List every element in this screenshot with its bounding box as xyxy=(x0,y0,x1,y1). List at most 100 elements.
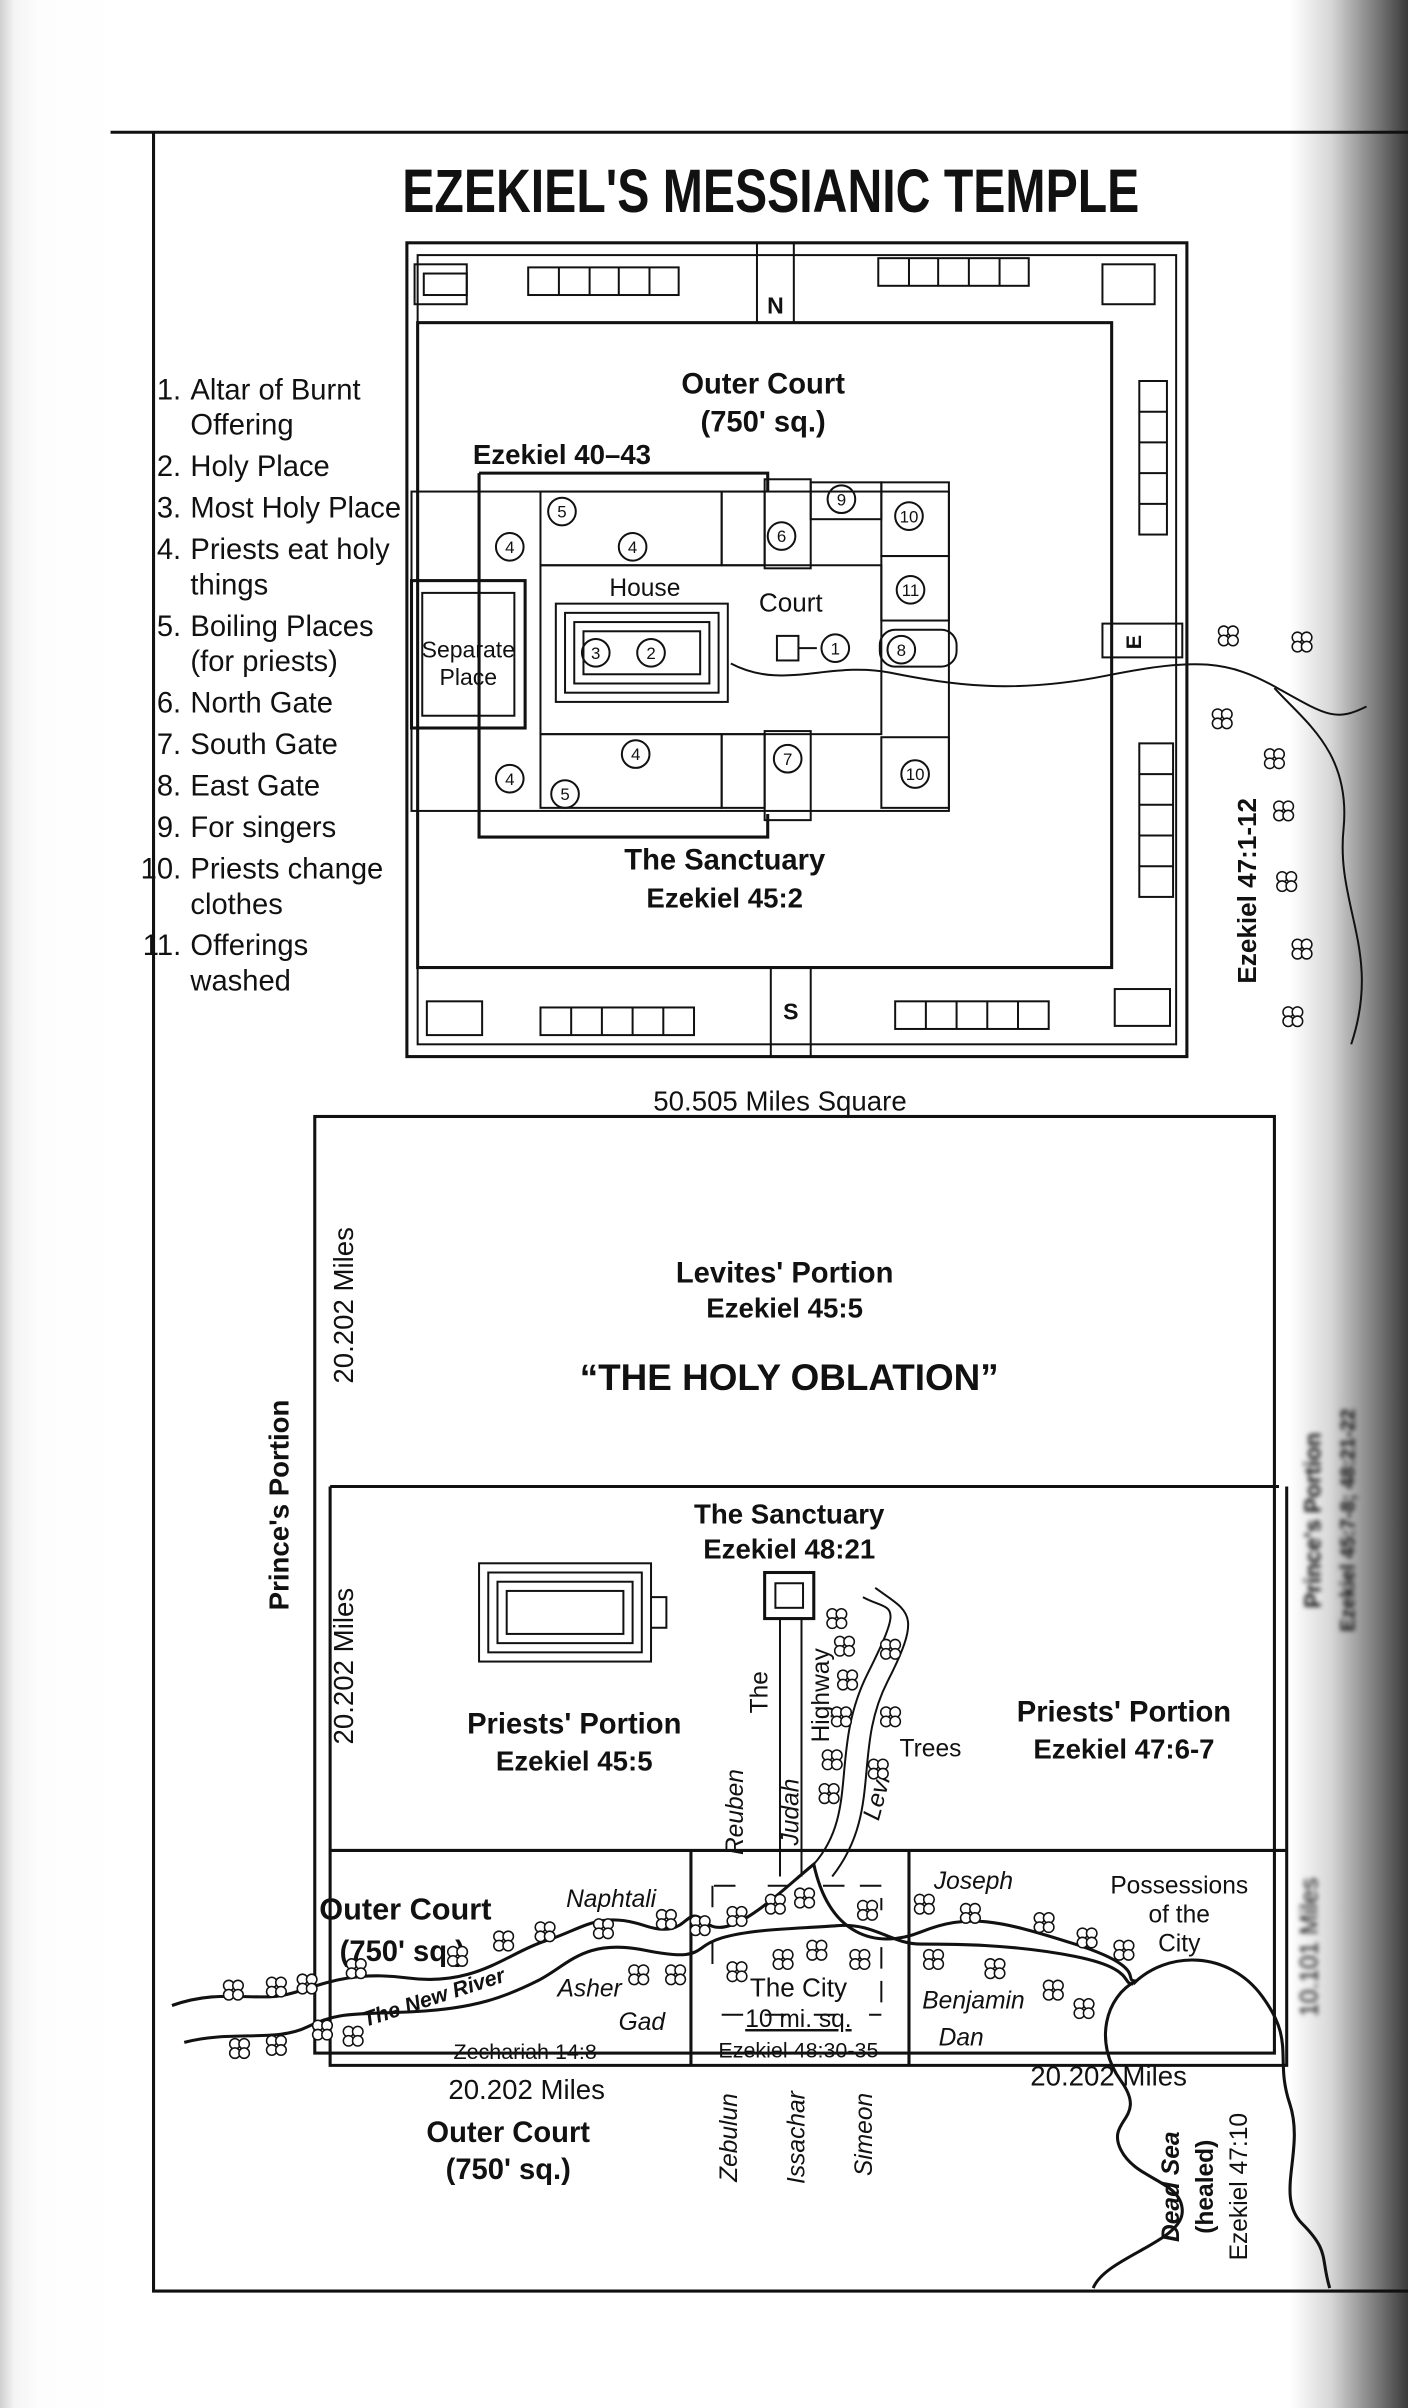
bottom-miles-left: 20.202 Miles xyxy=(448,2074,605,2105)
tree-icon xyxy=(664,1964,687,1986)
tree-icon xyxy=(1073,1997,1095,2020)
marker-number: 10 xyxy=(906,765,925,784)
tree-icon xyxy=(296,1973,318,1995)
separate-place-label: Place xyxy=(440,664,498,690)
holy-oblation-plan: 50.505 Miles Square 20.202 Miles 20.202 … xyxy=(171,1085,1359,2289)
separate-place-label: Separate xyxy=(422,636,515,662)
tribe-levi: Levi xyxy=(858,1772,896,1823)
legend-item: Most Holy Place xyxy=(190,493,401,525)
highway-label-the: The xyxy=(747,1671,774,1713)
tree-icon xyxy=(1263,748,1286,770)
tribe-gad: Gad xyxy=(619,2009,667,2036)
outer-court-size: (750' sq.) xyxy=(700,407,825,439)
width-label: 50.505 Miles Square xyxy=(653,1085,906,1116)
tree-icon xyxy=(836,1669,859,1691)
tree-icon xyxy=(959,1902,981,1924)
tribe-dan: Dan xyxy=(939,2024,984,2051)
tree-icon xyxy=(764,1893,786,1915)
marker-circle xyxy=(886,634,917,665)
tree-icon xyxy=(830,1706,853,1728)
oblation-sanctuary-label: The Sanctuary xyxy=(694,1498,885,1529)
marker-circle xyxy=(494,763,525,794)
tree-icon xyxy=(1282,1006,1304,1028)
marker-number: 6 xyxy=(777,527,786,546)
marker-number: 11 xyxy=(902,581,920,600)
tree-icon xyxy=(592,1918,615,1940)
legend-item: North Gate xyxy=(190,688,333,720)
possessions-label: Possessions xyxy=(1110,1872,1248,1899)
tree-icon xyxy=(493,1930,515,1952)
marker-circle xyxy=(772,743,803,774)
outer-court-bottom: Outer Court xyxy=(426,2117,590,2149)
tree-icon xyxy=(879,1638,902,1660)
priests-right-label: Priests' Portion xyxy=(1017,1696,1231,1728)
marker-circle xyxy=(636,637,666,668)
priests-left-label: Priests' Portion xyxy=(467,1709,681,1741)
left-miles-top: 20.202 Miles xyxy=(328,1227,359,1384)
legend-item: Offering xyxy=(190,410,293,442)
marker-circle xyxy=(550,779,580,809)
tree-icon xyxy=(826,1607,848,1630)
possessions-label: of the xyxy=(1149,1902,1210,1929)
zechariah-ref: Zechariah 14:8 xyxy=(453,2040,596,2064)
possessions-label: City xyxy=(1158,1931,1201,1958)
legend-number: 2. xyxy=(157,451,181,483)
tree-icon xyxy=(1217,625,1239,647)
tree-icon xyxy=(534,1921,556,1943)
outer-court-label: Outer Court xyxy=(681,368,845,400)
bottom-miles-right: 20.202 Miles xyxy=(1030,2060,1187,2091)
marker-number: 2 xyxy=(646,644,655,663)
tree-icon xyxy=(222,1979,244,2001)
oblation-sanctuary-ref: Ezekiel 48:21 xyxy=(703,1534,875,1565)
outer-court-bottom-left: Outer Court xyxy=(319,1892,491,1927)
tree-icon xyxy=(655,1908,677,1931)
house-label: House xyxy=(609,575,680,602)
tree-icon xyxy=(265,2034,287,2057)
tree-icon xyxy=(849,1948,871,1971)
tree-icon xyxy=(1273,800,1295,822)
legend-item: Priests eat holy xyxy=(190,534,390,566)
left-miles-mid: 20.202 Miles xyxy=(328,1588,359,1745)
marker-circle xyxy=(494,532,525,562)
marker-circle xyxy=(580,637,611,668)
tree-icon xyxy=(628,1964,650,1986)
marker-number: 10 xyxy=(900,507,919,526)
legend-item: (for priests) xyxy=(190,646,337,678)
city-label: The City xyxy=(750,1972,847,2002)
marker-number: 5 xyxy=(560,785,569,804)
marker-number: 7 xyxy=(783,750,792,769)
tribe-reuben: Reuben xyxy=(722,1769,749,1855)
highway-label: Highway xyxy=(808,1648,835,1743)
tree-icon xyxy=(1276,870,1298,893)
princes-portion-right: Prince's Portion xyxy=(1299,1433,1325,1609)
marker-number: 4 xyxy=(628,538,637,557)
legend-number: 3. xyxy=(157,493,181,525)
legend-item: Offerings xyxy=(190,930,308,962)
legend-number: 1. xyxy=(157,374,181,406)
marker-number: 5 xyxy=(557,503,566,522)
sanctuary-label: The Sanctuary xyxy=(624,844,826,876)
tree-icon xyxy=(446,1945,469,1967)
priests-left-ref: Ezekiel 45:5 xyxy=(496,1746,653,1777)
legend-item: Boiling Places xyxy=(190,611,373,643)
legend-number: 9. xyxy=(157,812,181,844)
tree-icon xyxy=(726,1961,748,1983)
levites-label: Levites' Portion xyxy=(676,1257,894,1289)
city-ref: Ezekiel 48:30-35 xyxy=(718,2039,878,2063)
marker-number: 8 xyxy=(897,641,906,660)
tree-icon xyxy=(1291,938,1313,960)
tree-icon xyxy=(265,1976,287,1998)
marker-circle xyxy=(894,501,924,531)
legend-item: Holy Place xyxy=(190,451,329,483)
tribe-issachar: Issachar xyxy=(784,2090,811,2184)
marker-circle xyxy=(617,532,648,562)
legend-number: 8. xyxy=(157,771,181,803)
marker-circle xyxy=(620,739,651,769)
priests-right-ref: Ezekiel 47:6-7 xyxy=(1033,1733,1214,1764)
tree-icon xyxy=(913,1893,935,1915)
tree-icon xyxy=(1211,708,1233,730)
